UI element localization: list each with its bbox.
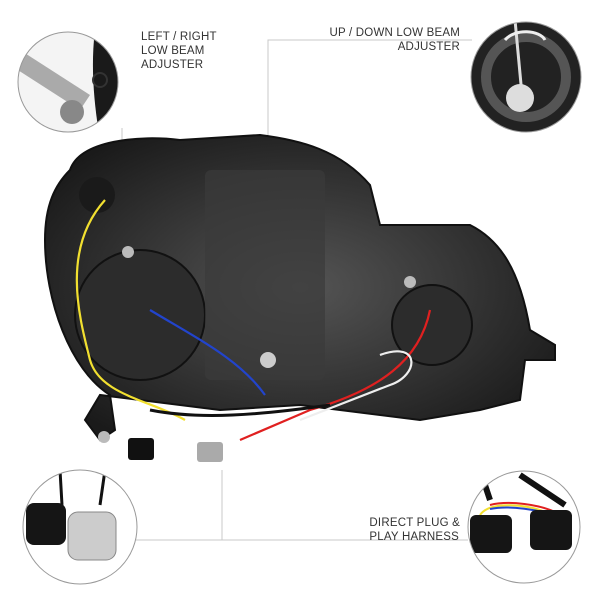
label-line: ADJUSTER [141, 59, 204, 71]
label-line: ADJUSTER [397, 41, 460, 53]
wires [75, 199, 432, 442]
headlight-housing [43, 133, 556, 462]
up-down-adjuster-label: UP / DOWN LOW BEAM ADJUSTER [329, 26, 460, 54]
up-down-adjuster [260, 352, 276, 368]
label-line: LEFT / RIGHT [141, 31, 217, 43]
inset-harness-connectors [22, 469, 138, 585]
low-beam-cap [74, 249, 206, 381]
inset-left-right-adjuster [17, 31, 119, 133]
label-line: PLAY HARNESS [369, 531, 459, 543]
label-line: UP / DOWN LOW BEAM [329, 27, 460, 39]
high-beam-cap [391, 284, 473, 366]
left-right-adjuster [122, 246, 134, 258]
left-right-adjuster-label: LEFT / RIGHT LOW BEAM ADJUSTER [141, 30, 217, 72]
label-line: DIRECT PLUG & [369, 517, 460, 529]
inset-up-down-adjuster [470, 21, 582, 133]
connector-black [128, 438, 154, 460]
harness-label: DIRECT PLUG & PLAY HARNESS [369, 516, 460, 544]
label-line: LOW BEAM [141, 45, 205, 57]
connector-grey [197, 442, 223, 462]
inset-plug-and-play [467, 470, 581, 584]
